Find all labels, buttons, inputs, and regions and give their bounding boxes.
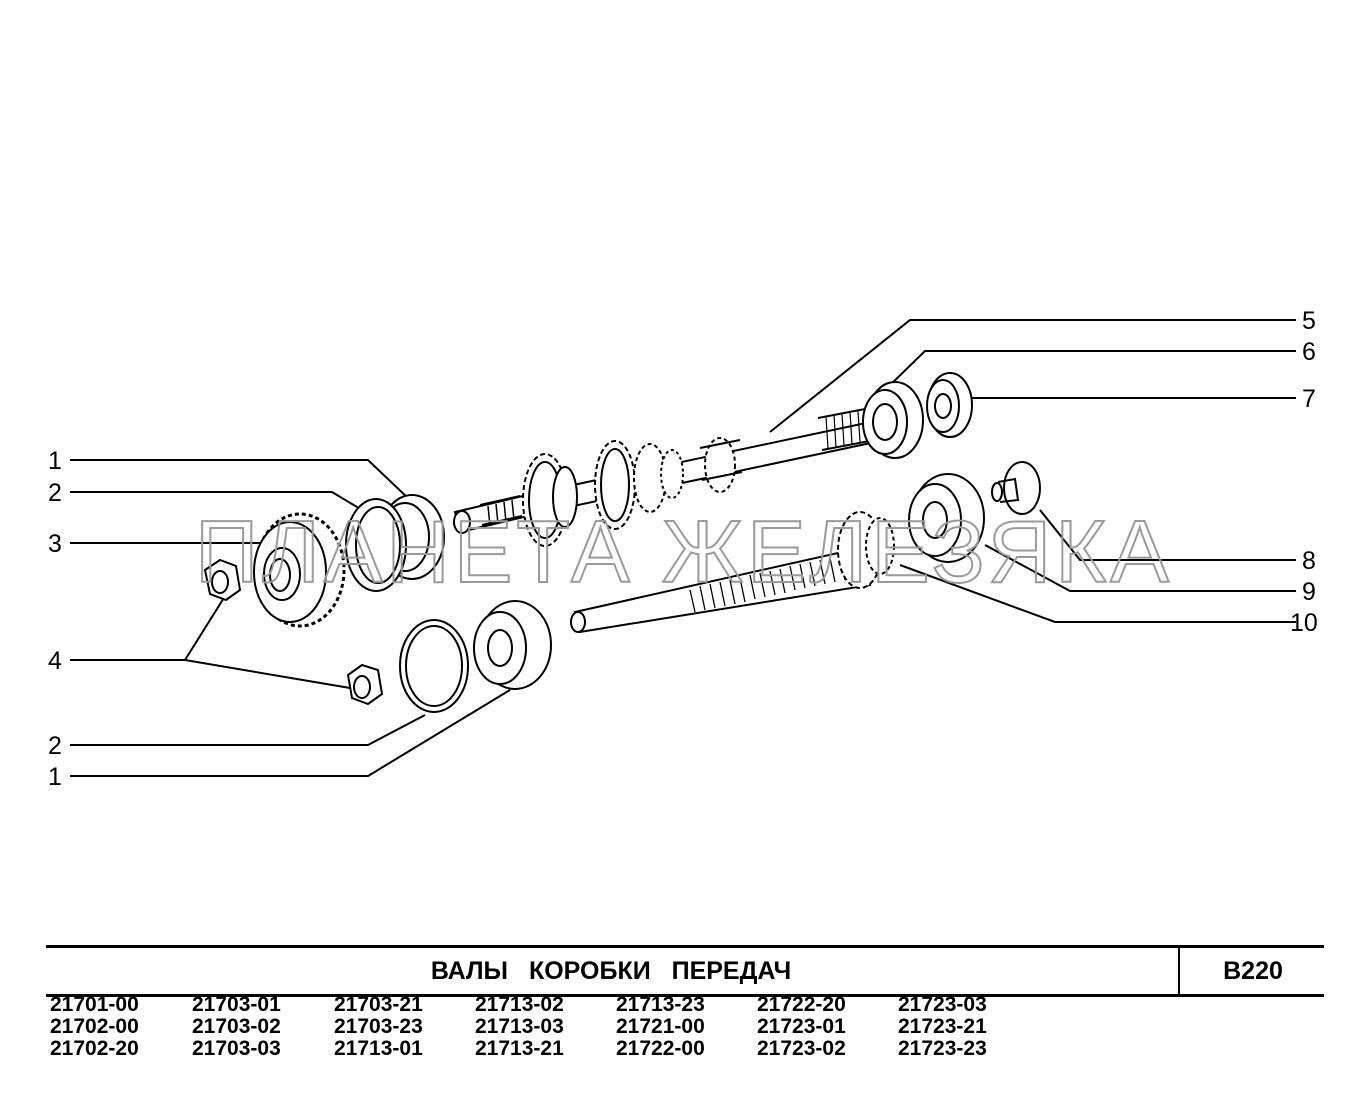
model-code: 21723-21 xyxy=(898,1015,987,1038)
callout-4: 4 xyxy=(48,647,62,675)
model-code: 21703-02 xyxy=(192,1015,281,1038)
model-code: 21703-03 xyxy=(192,1037,281,1060)
watermark: ПЛАНЕТА ЖЕЛЕЗЯКА xyxy=(195,502,1175,601)
nut-4-upper xyxy=(203,558,242,602)
callout-2-lower: 2 xyxy=(48,732,62,760)
callout-10: 10 xyxy=(1290,609,1318,637)
model-code: 21702-00 xyxy=(50,1015,139,1038)
gear-3 xyxy=(253,512,346,628)
pin-8 xyxy=(991,461,1041,515)
model-code: 21722-20 xyxy=(757,993,846,1016)
callout-2: 2 xyxy=(48,479,62,507)
snap-ring-2-lower xyxy=(399,619,469,713)
callout-5: 5 xyxy=(1302,307,1316,335)
bearing-9 xyxy=(908,473,985,563)
callout-6: 6 xyxy=(1302,338,1316,366)
diagram-title: ВАЛЫ КОРОБКИ ПЕРЕДАЧ xyxy=(430,957,792,985)
model-code: 21703-21 xyxy=(334,993,423,1016)
callout-1: 1 xyxy=(48,447,62,475)
nut-4-lower xyxy=(346,663,384,706)
model-code: 21723-01 xyxy=(757,1015,846,1038)
callout-9: 9 xyxy=(1302,578,1316,606)
callout-7: 7 xyxy=(1302,385,1316,413)
snap-ring-2-upper xyxy=(345,498,407,592)
callout-8: 8 xyxy=(1302,547,1316,575)
title-block: ВАЛЫ КОРОБКИ ПЕРЕДАЧ В220 xyxy=(46,945,1324,997)
model-code: 21723-03 xyxy=(898,993,987,1016)
model-code: 21723-02 xyxy=(757,1037,846,1060)
model-code: 21713-01 xyxy=(334,1037,423,1060)
bearing-7 xyxy=(926,372,973,438)
leader-lines xyxy=(70,319,1296,777)
bearing-6 xyxy=(862,381,924,459)
model-code: 21701-00 xyxy=(50,993,139,1016)
output-shaft xyxy=(570,511,895,634)
exploded-parts-diagram: ПЛАНЕТА ЖЕЛЕЗЯКА 1 2 3 4 2 1 5 6 7 8 9 1… xyxy=(48,307,1318,791)
model-code: 21721-00 xyxy=(616,1015,705,1038)
model-code: 21703-23 xyxy=(334,1015,423,1038)
callout-1-lower: 1 xyxy=(48,763,62,791)
model-code: 21713-21 xyxy=(475,1037,564,1060)
model-code: 21703-01 xyxy=(192,993,281,1016)
callout-3: 3 xyxy=(48,530,62,558)
model-code: 21723-23 xyxy=(898,1037,987,1060)
model-code: 21713-23 xyxy=(616,993,705,1016)
model-code: 21713-02 xyxy=(475,993,564,1016)
input-shaft xyxy=(453,406,887,547)
bearing-1-lower xyxy=(473,600,552,690)
model-code: 21702-20 xyxy=(50,1037,139,1060)
model-code: 21722-00 xyxy=(616,1037,705,1060)
model-code: 21713-03 xyxy=(475,1015,564,1038)
sheet-code: В220 xyxy=(1178,948,1326,994)
